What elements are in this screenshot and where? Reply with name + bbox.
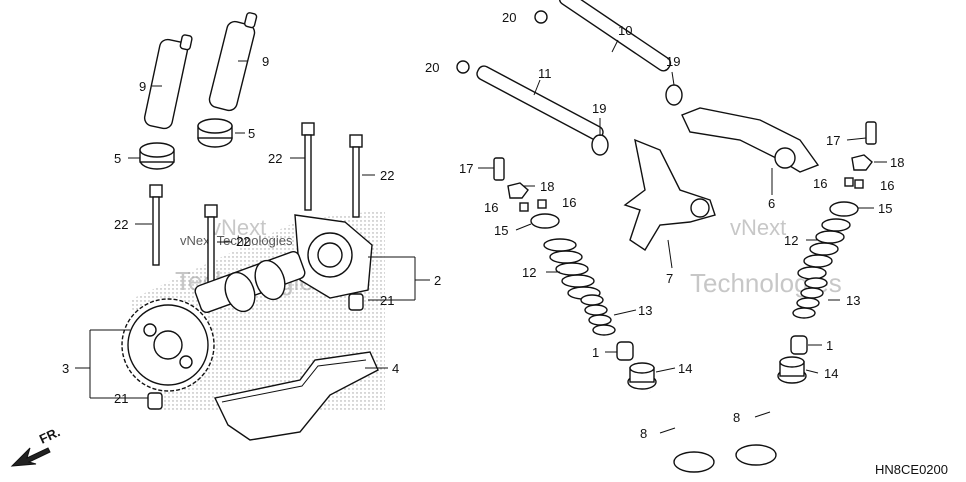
callout-10: 8	[733, 410, 740, 425]
callout-21: 21	[380, 293, 394, 308]
lock-nut-18	[851, 154, 873, 171]
callout-18: 18	[540, 179, 554, 194]
rocker-shaft-9-upper	[558, 0, 672, 72]
inner-valve-spring-13	[580, 294, 616, 336]
spring-seat-15	[777, 356, 807, 384]
callout-3: 3	[62, 361, 69, 376]
camshaft-holder	[294, 214, 373, 299]
callout-5: 5	[248, 126, 255, 141]
adjusting-screw-17	[493, 157, 505, 181]
callout-13: 13	[638, 303, 652, 318]
callout-19: 19	[592, 101, 606, 116]
callout-16: 16	[484, 200, 498, 215]
valve-10	[735, 383, 786, 466]
callout-8: 9	[262, 54, 269, 69]
callout-16: 16	[562, 195, 576, 210]
pin-8-right	[208, 12, 258, 112]
callout-19: 19	[666, 54, 680, 69]
leader-lines	[75, 39, 887, 434]
bolt-22	[301, 122, 315, 211]
watermark: vNext	[210, 215, 266, 240]
outer-valve-spring-12	[797, 218, 851, 280]
callout-16: 16	[813, 176, 827, 191]
camshaft	[194, 251, 306, 313]
callout-22: 22	[114, 217, 128, 232]
callout-2: 2	[434, 273, 441, 288]
inner-valve-spring-13	[792, 277, 828, 319]
callout-20: 20	[425, 60, 439, 75]
callout-20: 20	[502, 10, 516, 25]
callout-22: 22	[236, 234, 250, 249]
cover-4	[213, 351, 379, 441]
collar-5-right	[197, 118, 233, 148]
callout-22: 22	[380, 168, 394, 183]
o-ring-20	[534, 10, 548, 24]
valve-11	[648, 391, 715, 473]
rocker-arm-6	[681, 107, 820, 173]
callout-9: 11	[538, 66, 552, 81]
callout-9: 10	[618, 23, 632, 38]
callout-18: 18	[890, 155, 904, 170]
callout-6: 6	[768, 196, 775, 211]
cam-sprocket	[121, 298, 215, 392]
callout-17: 17	[826, 133, 840, 148]
spring-retainer-14	[829, 201, 859, 217]
washer-19	[665, 84, 683, 106]
callout-14: 15	[494, 223, 508, 238]
callout-14: 15	[878, 201, 892, 216]
spring-retainer-14	[530, 213, 560, 229]
pin-8-left	[143, 34, 193, 130]
callout-15: 14	[678, 361, 692, 376]
cap-16	[537, 199, 547, 209]
callout-22: 22	[268, 151, 282, 166]
callout-15: 14	[824, 366, 838, 381]
callout-12: 12	[522, 265, 536, 280]
adjusting-screw-17	[865, 121, 877, 145]
valve-stem-seal-1	[790, 335, 808, 355]
callout-21: 21	[114, 391, 128, 406]
valve-stem-seal-1	[616, 341, 634, 361]
collar-5-left	[139, 142, 175, 170]
bolt-22	[149, 184, 163, 266]
callout-1: 1	[826, 338, 833, 353]
diagram-code: HN8CE0200	[875, 462, 948, 477]
callout-5: 5	[114, 151, 121, 166]
callout-11: 8	[640, 426, 647, 441]
callout-labels: 9 9 5 5 22 22 22 22 2 21 3 21 4 20 20 10…	[62, 10, 904, 441]
lock-nut-18	[507, 182, 529, 199]
callout-8: 9	[139, 79, 146, 94]
cap-16	[854, 179, 864, 189]
washer-19	[591, 134, 609, 156]
callout-12: 12	[784, 233, 798, 248]
dowel-pin-21	[147, 392, 163, 410]
watermark: vNext	[730, 215, 786, 240]
spring-seat-15	[627, 362, 657, 390]
bolt-22	[349, 134, 363, 218]
front-direction-arrow: FR.	[10, 424, 62, 467]
callout-4: 4	[392, 361, 399, 376]
dowel-pin-21	[348, 293, 364, 311]
callout-13: 13	[846, 293, 860, 308]
cap-16	[519, 202, 529, 212]
o-ring-20	[456, 60, 470, 74]
rocker-arm-7	[623, 138, 716, 251]
front-marker: FR.	[37, 424, 62, 446]
cap-16	[844, 177, 854, 187]
callout-7: 7	[666, 271, 673, 286]
outer-valve-spring-12	[543, 238, 601, 300]
callout-16: 16	[880, 178, 894, 193]
callout-1: 1	[592, 345, 599, 360]
callout-17: 17	[459, 161, 473, 176]
